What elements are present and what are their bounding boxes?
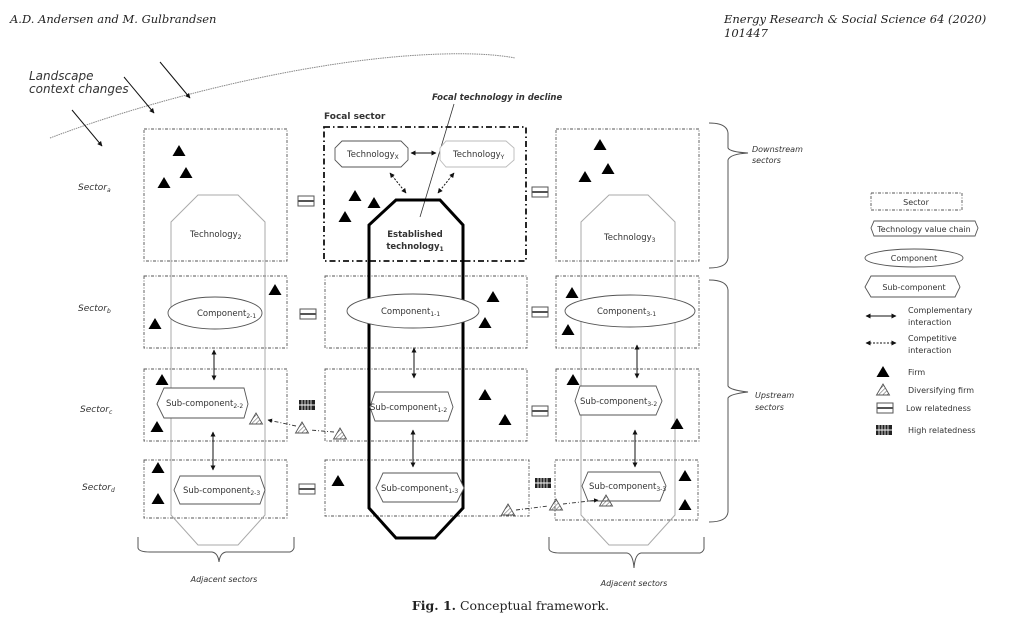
competitive-arrow-x-established (389, 172, 407, 194)
component-3-1-label: Component3-1 (597, 307, 656, 318)
component-1-1-label: Component1-1 (381, 307, 440, 318)
focal-decline-pointer (419, 103, 455, 218)
sector-box-1b (324, 275, 528, 349)
technology-x-label: TechnologyX (346, 150, 399, 161)
legend-competitive-label-1: Competitive (908, 334, 957, 343)
sector-box-3a (555, 128, 700, 262)
vertical-complementary-arrows (210, 344, 640, 471)
focal-decline-label: Focal technology in decline (432, 93, 562, 103)
legend-diversifying-firm-label: Diversifying firm (908, 386, 974, 395)
legend-high-relatedness-label: High relatedness (908, 426, 976, 435)
legend-sub-component-swatch (864, 275, 961, 298)
sector-box-1c (324, 368, 528, 442)
sector-box-3c (555, 368, 700, 442)
focal-sector-label: Focal sector (324, 112, 386, 122)
figure-caption-text: Conceptual framework. (456, 598, 610, 613)
landscape-label-line1: Landscape (29, 69, 93, 83)
component-2-1 (167, 296, 263, 330)
sub-component-3-3-label: Sub-component3-3 (589, 482, 666, 493)
adjacent-brace-right (548, 537, 705, 569)
landscape-arrows (71, 61, 191, 147)
legend-sector-label: Sector (903, 198, 929, 207)
legend-high-relatedness-icon (875, 424, 893, 436)
focal-sector-box (323, 126, 527, 262)
upstream-brace (708, 279, 749, 523)
technology-x-shape (334, 140, 409, 168)
legend-firm-icon (876, 366, 890, 377)
tech-value-chain-2 (170, 194, 266, 546)
sub-component-2-2-label: Sub-component2-2 (166, 399, 243, 410)
sector-c-label: Sectorc (80, 405, 113, 416)
legend-diversifying-firm-icon (876, 383, 890, 396)
sector-box-2d (143, 459, 288, 519)
legend-low-relatedness-label: Low relatedness (906, 404, 971, 413)
sub-component-2-2 (156, 387, 249, 419)
legend: Sector Technology value chain Component … (864, 192, 979, 436)
legend-complementary-label-2: interaction (908, 318, 951, 327)
sub-component-2-3 (173, 475, 266, 505)
tech-3-label: Technology3 (603, 233, 656, 244)
legend-low-relatedness-icon (876, 402, 894, 414)
upstream-label-2: sectors (755, 403, 784, 412)
legend-competitive-label-2: interaction (908, 346, 951, 355)
sector-box-2b (143, 275, 288, 349)
sub-component-1-3 (375, 472, 465, 503)
legend-complementary-label-1: Complementary (908, 306, 973, 315)
sector-box-3b (555, 275, 700, 349)
sector-box-2a (143, 128, 288, 262)
established-tech-label-1: Established (387, 230, 443, 240)
legend-component-label: Component (891, 254, 937, 263)
competitive-arrow-y-established (437, 172, 455, 194)
component-3-1 (564, 294, 696, 328)
technology-y-shape (439, 140, 515, 168)
landscape-curve (49, 53, 516, 139)
sector-box-1d (324, 459, 530, 517)
diversification-paths (267, 418, 599, 511)
figure-caption: Fig. 1. Conceptual framework. (0, 598, 1021, 613)
upstream-label-1: Upstream (755, 391, 794, 400)
legend-component-swatch (864, 248, 964, 268)
legend-tech-value-chain-swatch (870, 220, 979, 237)
established-tech-label-2: technology1 (386, 242, 443, 253)
downstream-label-1: Downstream (752, 145, 803, 154)
component-2-1-label: Component2-1 (197, 309, 256, 320)
sector-d-label: Sectord (82, 483, 115, 494)
sub-component-1-3-label: Sub-component1-3 (381, 484, 458, 495)
legend-sector-swatch (870, 192, 963, 211)
legend-tech-value-chain-label: Technology value chain (876, 225, 970, 234)
component-1-1 (346, 293, 480, 329)
running-header-journal: Energy Research & Social Science 64 (202… (724, 12, 987, 40)
sub-component-3-2 (574, 385, 663, 416)
sub-component-1-2-label: Sub-component1-2 (370, 403, 447, 414)
technology-y-label: TechnologyY (452, 150, 505, 161)
sub-component-3-3 (581, 471, 667, 502)
legend-firm-label: Firm (908, 368, 925, 377)
sub-component-3-2-label: Sub-component3-2 (580, 397, 657, 408)
adjacent-label-right: Adjacent sectors (600, 579, 668, 588)
figure-caption-label: Fig. 1. (411, 598, 457, 613)
running-header-authors: A.D. Andersen and M. Gulbrandsen (10, 12, 217, 26)
landscape-label-line2: context changes (29, 82, 129, 96)
sector-box-3d (554, 459, 699, 521)
adjacent-label-left: Adjacent sectors (190, 575, 258, 584)
sub-component-2-3-label: Sub-component2-3 (183, 486, 260, 497)
sector-a-label: Sectora (78, 183, 111, 194)
sub-component-1-2 (369, 391, 454, 422)
legend-sub-component-label: Sub-component (882, 283, 945, 292)
adjacent-brace-left (137, 537, 295, 563)
downstream-label-2: sectors (752, 156, 781, 165)
downstream-brace (708, 122, 749, 269)
tech-2-label: Technology2 (189, 230, 242, 241)
sector-b-label: Sectorb (78, 304, 111, 315)
